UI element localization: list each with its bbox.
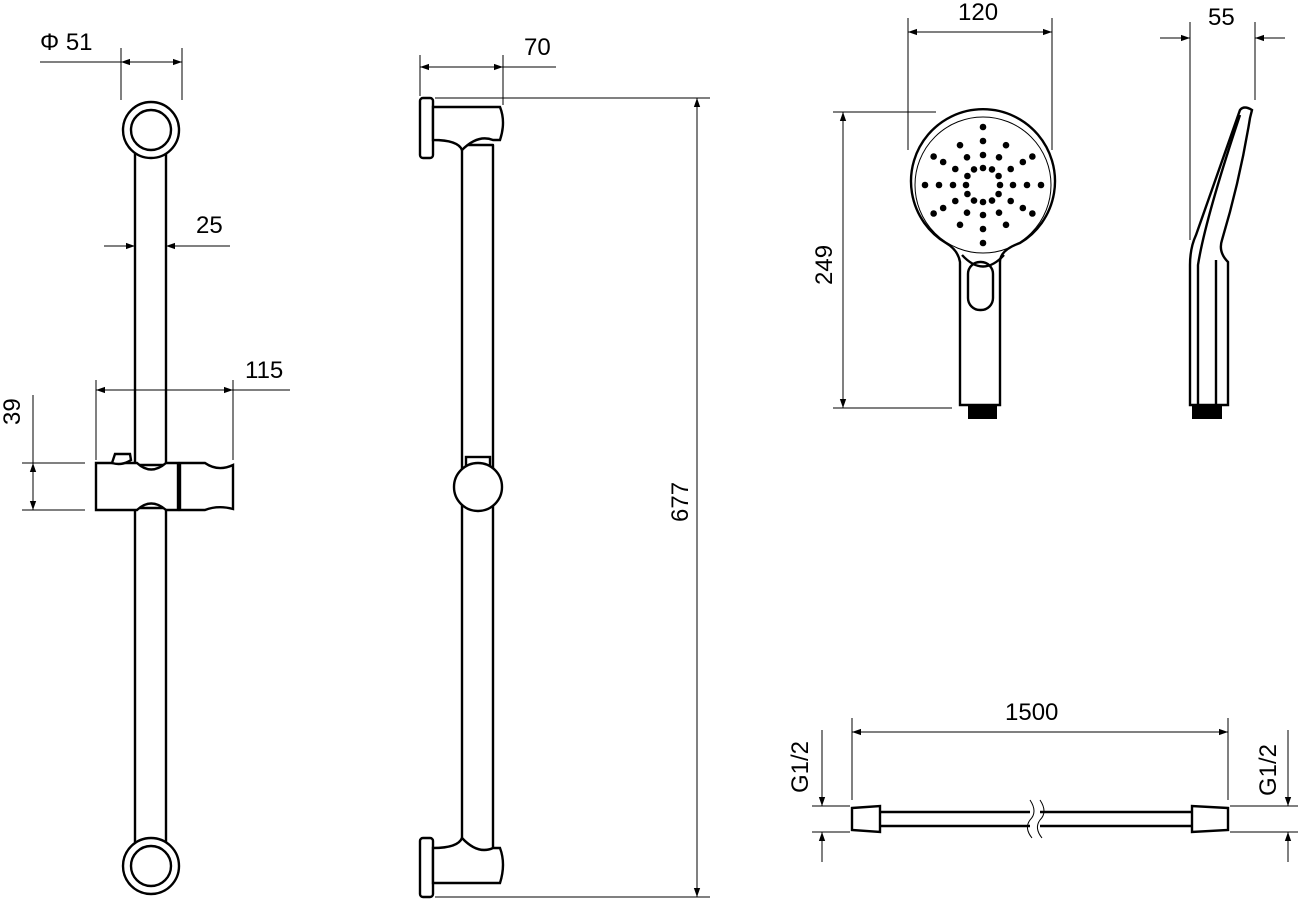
dimension-thread-left: G1/2	[787, 730, 850, 862]
nozzle-dot	[970, 166, 978, 173]
nozzle-dot	[988, 197, 996, 204]
dimension-bracket-depth: 70	[419, 34, 556, 105]
nozzle-dot	[1002, 221, 1010, 229]
nozzle-dot	[935, 181, 943, 189]
slider-width-label: 115	[245, 357, 283, 384]
dimension-diameter: Φ 51	[40, 29, 183, 100]
nozzle-dot	[996, 181, 1004, 189]
nozzle-dot	[995, 153, 1003, 161]
nozzle-dot	[979, 211, 987, 219]
nozzle-dot	[1029, 210, 1036, 217]
head-depth-label: 55	[1208, 4, 1235, 31]
nozzle-dot	[1007, 197, 1015, 205]
nozzle-dot	[995, 172, 1002, 180]
diameter-label: Φ 51	[40, 29, 93, 56]
nozzle-dot	[956, 141, 964, 149]
nozzle-dot	[949, 181, 957, 189]
nozzle-dot	[979, 198, 987, 206]
nozzle-dot	[1007, 165, 1015, 173]
bracket-depth-label: 70	[524, 34, 551, 61]
nozzle-dot	[979, 137, 987, 145]
nozzle-dot	[956, 221, 964, 229]
handshower-side-view	[1188, 106, 1254, 419]
nozzle-dot	[939, 158, 947, 166]
dimension-head-depth: 55	[1160, 4, 1285, 240]
hose-view	[850, 799, 1230, 839]
dimension-thread-right: G1/2	[1230, 730, 1298, 862]
nozzle-dot	[963, 153, 971, 161]
handshower-length-label: 249	[811, 245, 838, 285]
nozzle-dot	[1023, 181, 1031, 189]
nozzle-dot	[995, 190, 1002, 198]
nozzle-pattern	[921, 123, 1045, 247]
head-width-label: 120	[958, 0, 998, 26]
nozzle-dot	[979, 239, 987, 247]
dimension-handshower-length: 249	[811, 111, 952, 409]
nozzle-dot	[979, 123, 987, 131]
dimension-rail-length: 677	[435, 97, 710, 898]
nozzle-dot	[1019, 158, 1027, 166]
nozzle-dot	[979, 225, 987, 233]
thread-right-label: G1/2	[1255, 744, 1282, 796]
tube-width-label: 25	[196, 212, 223, 239]
nozzle-dot	[988, 166, 996, 173]
rail-length-label: 677	[667, 482, 694, 522]
dimension-slider-width: 115	[95, 357, 290, 460]
nozzle-dot	[970, 197, 978, 204]
nozzle-dot	[979, 151, 987, 159]
nozzle-dot	[951, 165, 959, 173]
rail-front-view	[94, 100, 235, 896]
nozzle-dot	[963, 209, 971, 217]
dimension-slider-height: 39	[0, 395, 85, 511]
nozzle-dot	[979, 164, 987, 172]
nozzle-dot	[962, 181, 970, 189]
dimension-hose-length: 1500	[851, 699, 1229, 800]
nozzle-dot	[1002, 141, 1010, 149]
slider-height-label: 39	[0, 398, 26, 425]
nozzle-dot	[1019, 204, 1027, 212]
nozzle-dot	[951, 197, 959, 205]
nozzle-dot	[930, 153, 937, 160]
thread-left-label: G1/2	[787, 741, 814, 793]
dimension-head-width: 120	[907, 0, 1053, 150]
nozzle-dot	[964, 190, 971, 198]
nozzle-dot	[930, 210, 937, 217]
nozzle-dot	[921, 181, 929, 189]
rail-side-view	[418, 96, 505, 899]
dimension-tube-width: 25	[104, 212, 230, 250]
handshower-front-view	[909, 108, 1057, 419]
nozzle-dot	[995, 209, 1003, 217]
hose-length-label: 1500	[1005, 699, 1058, 726]
nozzle-dot	[964, 172, 971, 180]
nozzle-dot	[1029, 153, 1036, 160]
nozzle-dot	[939, 204, 947, 212]
nozzle-dot	[1037, 181, 1045, 189]
nozzle-dot	[1009, 181, 1017, 189]
